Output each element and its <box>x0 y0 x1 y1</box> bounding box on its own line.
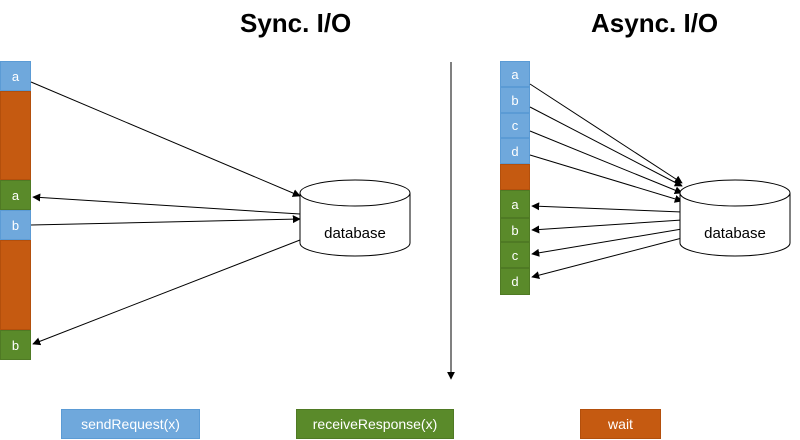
legend-wait: wait <box>580 409 661 439</box>
sync-receive-block-b: b <box>0 330 31 360</box>
sync-database-cylinder: database <box>299 179 411 257</box>
async-receive-block-a: a <box>500 190 530 218</box>
async-send-block-c: c <box>500 113 530 138</box>
sync-request-arrow-b <box>30 215 301 226</box>
async-send-block-b: b <box>500 87 530 113</box>
legend-receive-response: receiveResponse(x) <box>296 409 454 439</box>
legend-send-request: sendRequest(x) <box>61 409 200 439</box>
sync-title: Sync. I/O <box>240 8 352 38</box>
async-receive-block-c: c <box>500 242 530 268</box>
async-request-arrow-c <box>529 130 683 194</box>
async-request-arrow-a <box>529 83 683 184</box>
async-receive-block-d: d <box>500 268 530 295</box>
async-database-label: database <box>704 225 766 242</box>
async-response-arrow-b <box>531 219 683 234</box>
sync-send-block-b: b <box>0 210 31 240</box>
async-response-arrow-d <box>531 237 683 280</box>
async-request-arrow-b <box>529 106 683 187</box>
sync-receive-block-a: a <box>0 180 31 210</box>
sync-request-arrow-a <box>30 81 301 197</box>
sync-response-arrow-a <box>32 193 301 215</box>
async-receive-block-b: b <box>500 218 530 242</box>
sync-database-label: database <box>324 225 386 242</box>
async-send-block-d: d <box>500 138 530 164</box>
async-response-arrow-c <box>531 228 683 257</box>
async-title: Async. I/O <box>591 8 719 38</box>
async-wait-block <box>500 164 530 190</box>
sync-wait-block-2 <box>0 240 31 330</box>
sync-wait-block-1 <box>0 91 31 180</box>
async-database-cylinder: database <box>679 179 791 257</box>
sync-response-arrow-b <box>32 239 301 346</box>
async-response-arrow-a <box>531 202 683 213</box>
sync-send-block-a: a <box>0 61 31 91</box>
async-send-block-a: a <box>500 61 530 87</box>
async-request-arrow-d <box>529 154 683 203</box>
